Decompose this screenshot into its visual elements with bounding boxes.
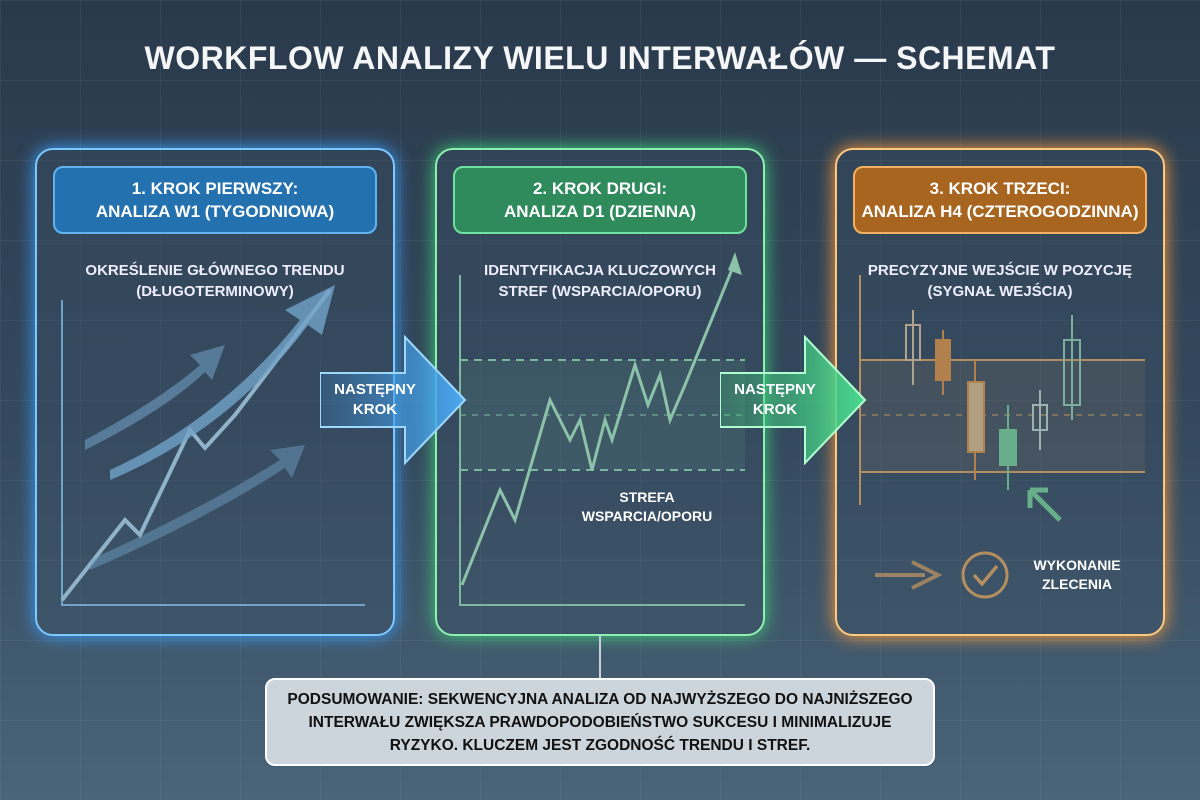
execution-label: WYKONANIE ZLECENIA bbox=[1017, 556, 1137, 594]
trend-arrow-large bbox=[110, 285, 335, 480]
step-title: 2. KROK DRUGI: bbox=[532, 179, 668, 198]
step-2-description: IDENTYFIKACJA KLUCZOWYCH STREF (WSPARCIA/… bbox=[457, 260, 743, 302]
label-line: NASTĘPNY bbox=[734, 381, 816, 398]
trend-arrow-low bbox=[90, 445, 305, 570]
exec-label-line: ZLECENIA bbox=[1042, 576, 1112, 592]
step-1-description: OKREŚLENIE GŁÓWNEGO TRENDU (DŁUGOTERMINOW… bbox=[57, 260, 373, 302]
label-line: KROK bbox=[352, 401, 398, 418]
candle bbox=[999, 405, 1017, 490]
arrow-right-icon bbox=[319, 334, 467, 466]
candle-chart-h4 bbox=[859, 275, 1145, 599]
axis bbox=[61, 300, 365, 606]
step-title: 3. KROK TRZECI: bbox=[929, 179, 1071, 198]
trend-arrow-small bbox=[85, 345, 225, 450]
step-1-header: 1. KROK PIERWSZY: ANALIZA W1 (TYGODNIOWA) bbox=[53, 166, 377, 234]
candle bbox=[1063, 315, 1081, 420]
axis bbox=[459, 275, 745, 606]
desc-line: OKREŚLENIE GŁÓWNEGO TRENDU bbox=[85, 262, 345, 279]
candle bbox=[935, 330, 951, 395]
entry-arrow-icon bbox=[1027, 487, 1062, 522]
support-resistance-zone bbox=[460, 360, 745, 470]
desc-line: (DŁUGOTERMINOWY) bbox=[136, 283, 294, 300]
zone-label-line: STREFA bbox=[619, 489, 675, 505]
desc-line: IDENTYFIKACJA KLUCZOWYCH bbox=[484, 262, 716, 279]
step-subtitle: ANALIZA D1 (DZIENNA) bbox=[503, 202, 697, 221]
step-3-panel: 3. KROK TRZECI: ANALIZA H4 (CZTEROGODZINN… bbox=[835, 148, 1165, 636]
summary-connector bbox=[599, 636, 601, 678]
step-title: 1. KROK PIERWSZY: bbox=[131, 179, 299, 198]
step-3-header: 3. KROK TRZECI: ANALIZA H4 (CZTEROGODZINN… bbox=[853, 166, 1147, 234]
next-step-label: NASTĘPNY KROK bbox=[720, 380, 830, 420]
checkmark-icon bbox=[961, 551, 1009, 599]
price-line bbox=[460, 261, 737, 586]
desc-line: (SYGNAŁ WEJŚCIA) bbox=[927, 283, 1073, 300]
candle bbox=[967, 360, 985, 480]
step-3-description: PRECYZYJNE WEJŚCIE W POZYCJĘ (SYGNAŁ WEJŚ… bbox=[857, 260, 1143, 302]
candle bbox=[1032, 390, 1048, 450]
step-2-panel: 2. KROK DRUGI: ANALIZA D1 (DZIENNA) IDENT… bbox=[435, 148, 765, 636]
step-2-header: 2. KROK DRUGI: ANALIZA D1 (DZIENNA) bbox=[453, 166, 747, 234]
arrow-head-icon bbox=[728, 252, 742, 275]
summary-box: PODSUMOWANIE: SEKWENCYJNA ANALIZA OD NAJ… bbox=[265, 678, 935, 766]
label-line: NASTĘPNY bbox=[334, 381, 416, 398]
desc-line: PRECYZYJNE WEJŚCIE W POZYCJĘ bbox=[867, 262, 1133, 279]
label-line: KROK bbox=[752, 401, 798, 418]
arrow-right-icon bbox=[719, 334, 867, 466]
desc-line: STREF (WSPARCIA/OPORU) bbox=[498, 283, 702, 300]
exec-label-line: WYKONANIE bbox=[1033, 557, 1121, 573]
next-step-label: NASTĘPNY KROK bbox=[320, 380, 430, 420]
next-step-arrow-2: NASTĘPNY KROK bbox=[719, 334, 870, 466]
candle bbox=[905, 310, 921, 385]
page-title: WORKFLOW ANALIZY WIELU INTERWAŁÓW — SCHE… bbox=[144, 40, 1056, 76]
summary-text: PODSUMOWANIE: SEKWENCYJNA ANALIZA OD NAJ… bbox=[287, 690, 913, 754]
zone-chart-d1 bbox=[459, 252, 745, 606]
step-subtitle: ANALIZA W1 (TYGODNIOWA) bbox=[95, 202, 335, 221]
zone-label: STREFA WSPARCIA/OPORU bbox=[557, 488, 737, 526]
step-subtitle: ANALIZA H4 (CZTEROGODZINNA) bbox=[861, 202, 1139, 221]
zone-label-line: WSPARCIA/OPORU bbox=[581, 508, 713, 524]
execution-arrow-icon bbox=[875, 560, 943, 590]
trend-chart-w1 bbox=[60, 285, 365, 606]
next-step-arrow-1: NASTĘPNY KROK bbox=[319, 334, 470, 466]
